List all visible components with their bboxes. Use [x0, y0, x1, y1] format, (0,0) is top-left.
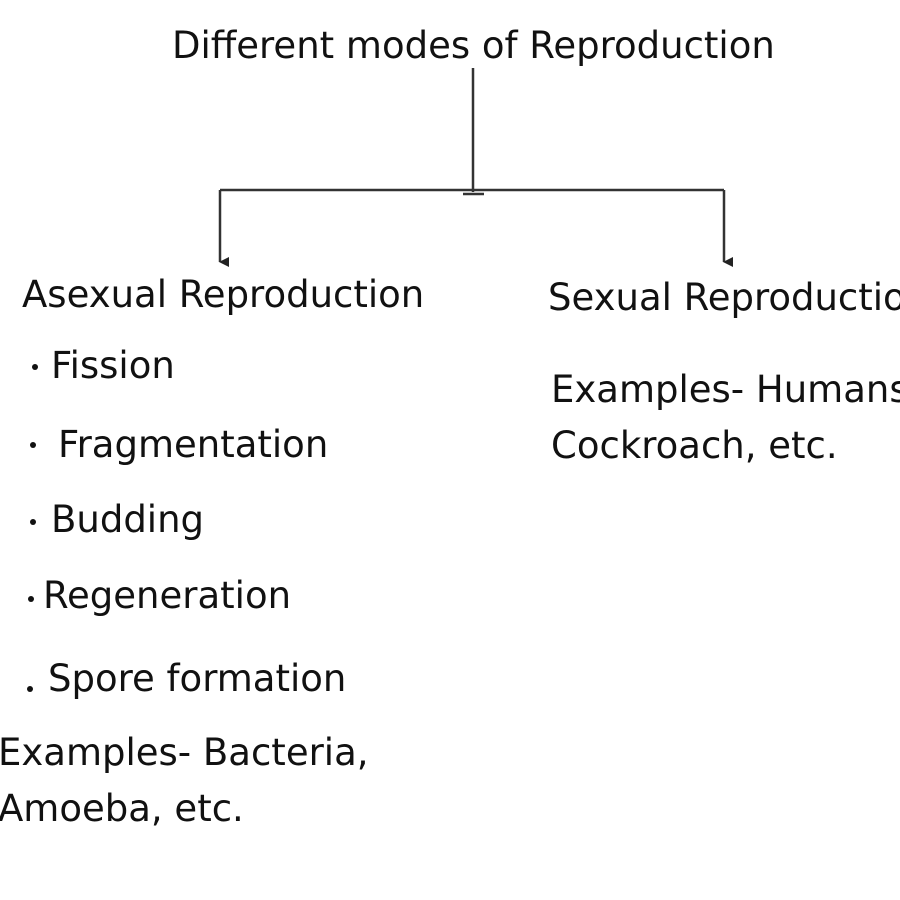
asexual-item-fission: Fission	[51, 344, 175, 387]
sexual-examples-line2: Cockroach, etc.	[551, 424, 838, 467]
sexual-heading: Sexual Reproduction	[548, 276, 900, 319]
diagram-title: Different modes of Reproduction	[172, 24, 775, 67]
bullet-icon	[27, 686, 33, 692]
sexual-examples-line1: Examples- Humans,	[551, 368, 900, 411]
bullet-icon	[28, 596, 34, 602]
asexual-item-budding: Budding	[51, 498, 205, 541]
asexual-examples-line1: Examples- Bacteria,	[0, 731, 369, 774]
bullet-icon	[30, 442, 36, 448]
asexual-heading: Asexual Reproduction	[22, 273, 425, 316]
asexual-item-fragmentation: Fragmentation	[58, 423, 329, 466]
bullet-icon	[32, 364, 38, 370]
asexual-examples-line2: Amoeba, etc.	[0, 787, 244, 830]
asexual-item-regeneration: Regeneration	[43, 574, 292, 617]
asexual-item-spore-formation: Spore formation	[48, 657, 347, 700]
bullet-icon	[30, 519, 36, 525]
